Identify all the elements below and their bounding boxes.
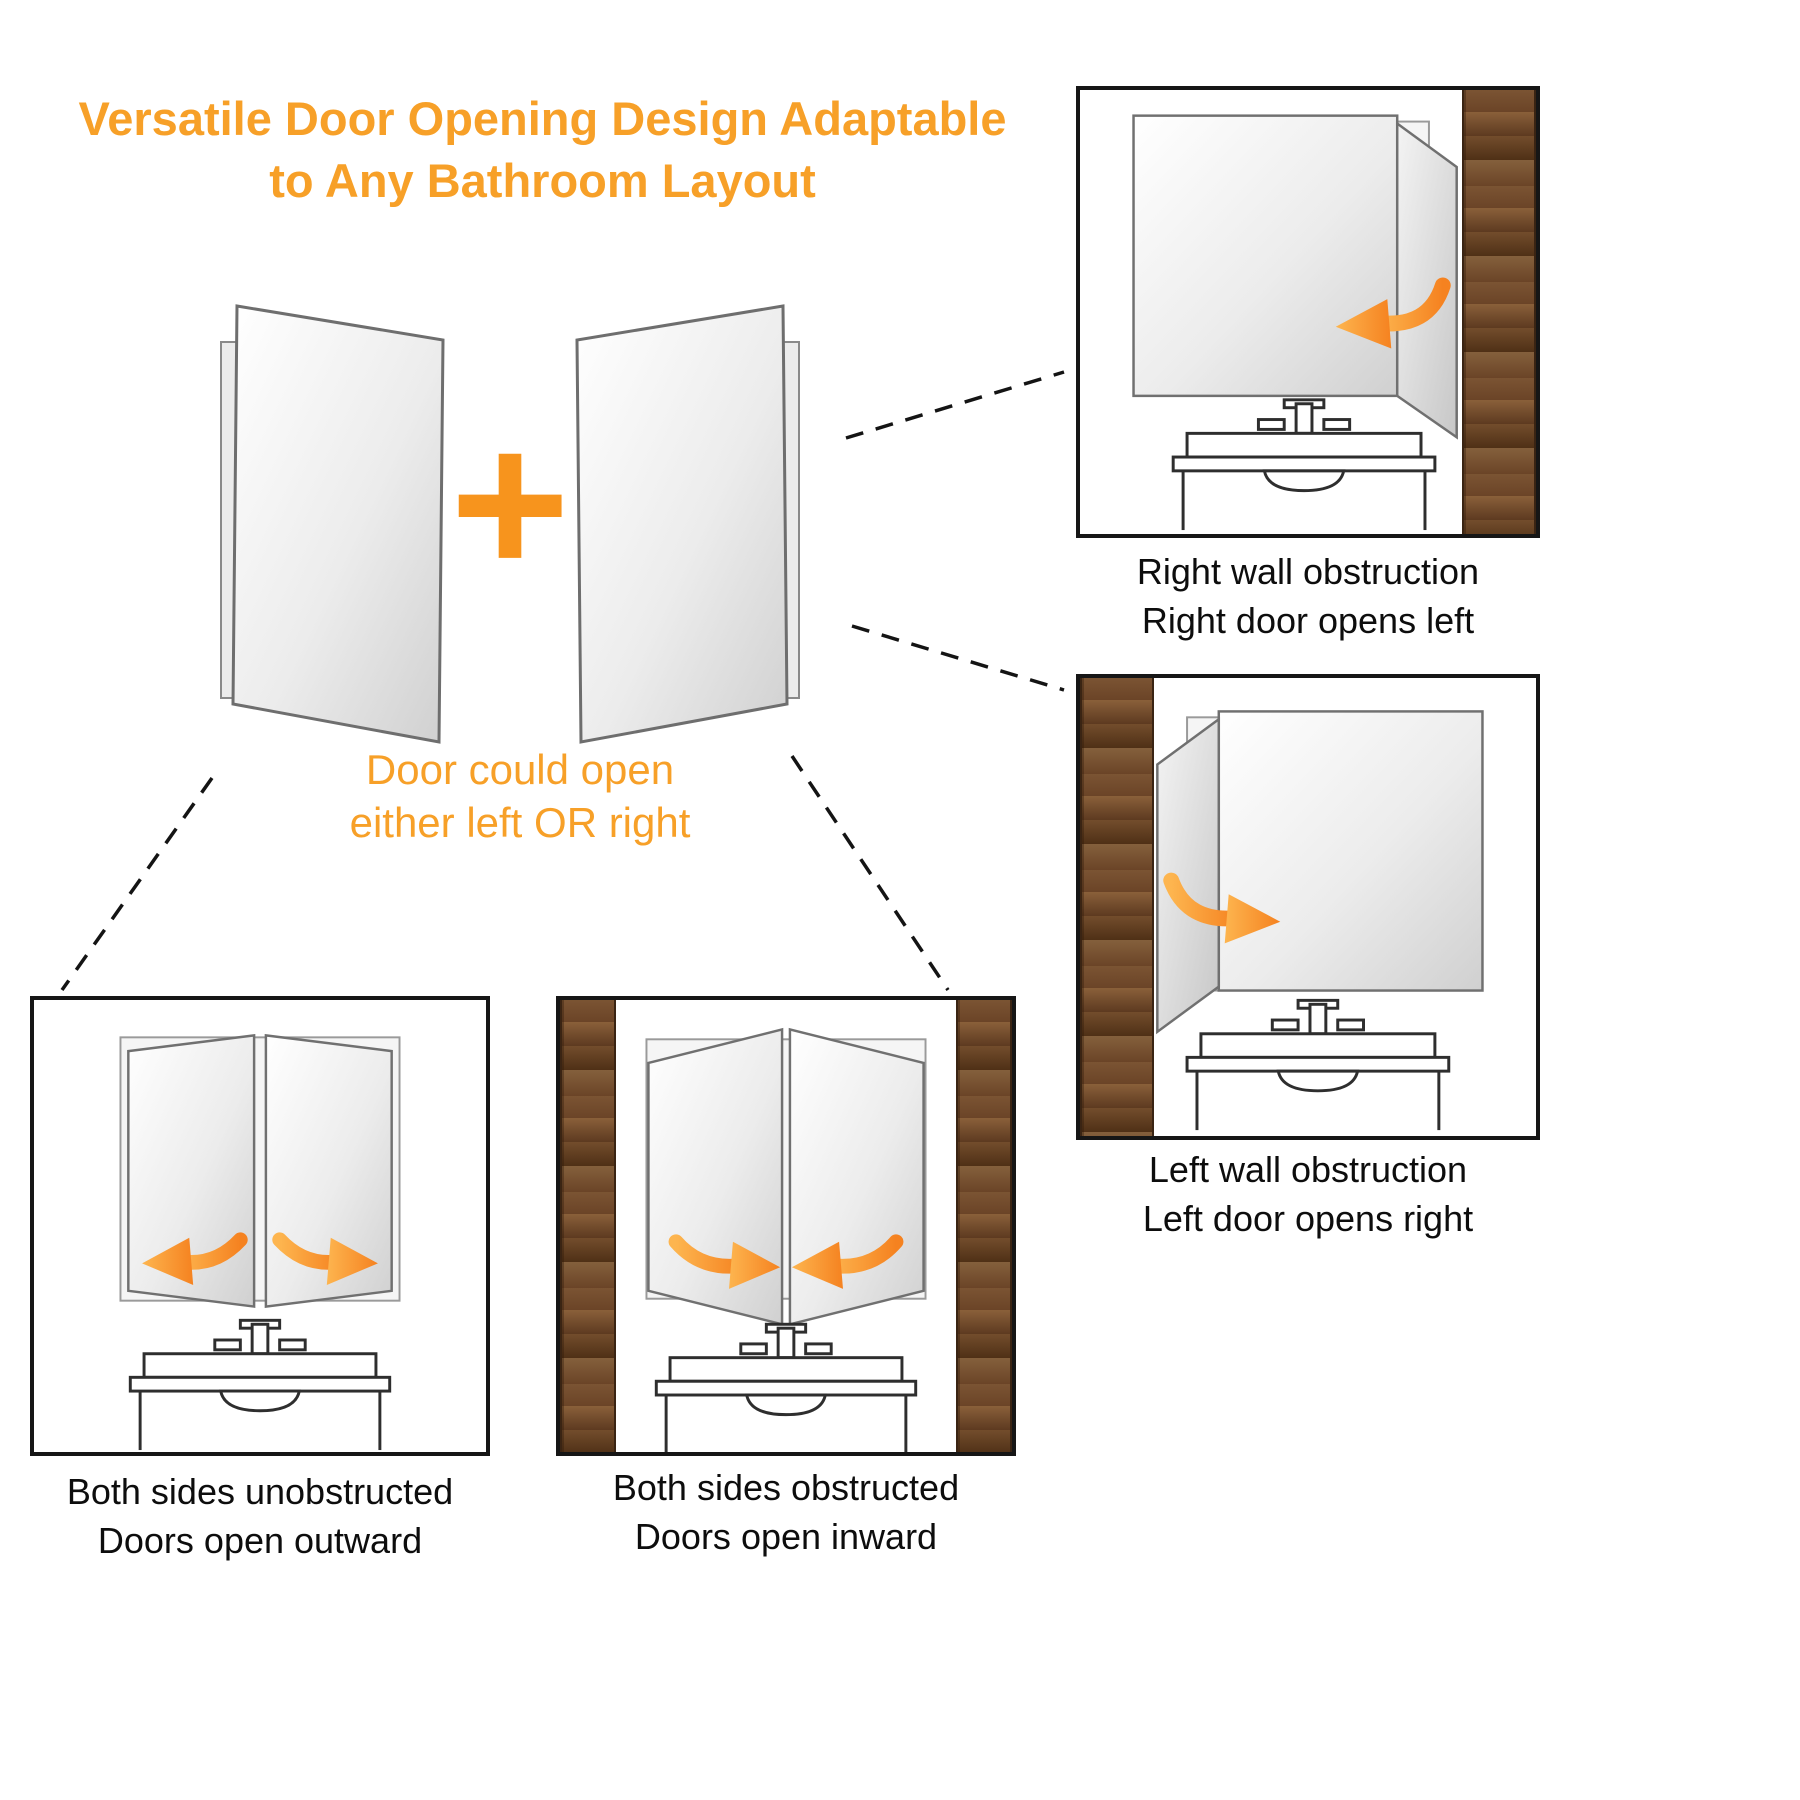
open-door-panel — [127, 1033, 256, 1308]
wood-wall-texture — [1462, 90, 1536, 534]
left-door-unit — [220, 304, 445, 744]
panel-bottom-center-caption: Both sides obstructed Doors open inward — [556, 1464, 1016, 1561]
hero-caption-line2: either left OR right — [349, 798, 691, 846]
closed-door-panel — [1217, 710, 1484, 992]
curved-arrow-icon — [1163, 872, 1281, 944]
caption-line: Right door opens left — [1141, 599, 1475, 641]
hero-caption-line1: Door could open — [365, 746, 675, 793]
dashed-connector-line — [60, 776, 214, 992]
caption-line: Left door opens right — [1142, 1197, 1474, 1239]
scene-right-obstruction — [1132, 114, 1458, 531]
panel-mid-right-caption: Left wall obstruction Left door opens ri… — [1076, 1146, 1540, 1243]
curved-arrow-icon — [1335, 277, 1451, 349]
curved-arrow-icon — [272, 1232, 378, 1285]
page-title: Versatile Door Opening Design Adaptable … — [0, 88, 1085, 212]
page-title-line1: Versatile Door Opening Design Adaptable — [78, 92, 1007, 145]
wood-wall-texture — [560, 1000, 616, 1452]
page-title-line2: to Any Bathroom Layout — [269, 154, 816, 208]
sink-vanity-icon — [1185, 998, 1451, 1131]
hero-caption: Door could open either left OR right — [240, 744, 800, 849]
curved-arrow-icon — [142, 1232, 248, 1285]
panel-bottom-left — [30, 996, 490, 1456]
open-door-panel — [575, 304, 789, 744]
dashed-connector-line — [790, 755, 950, 991]
right-door-unit — [575, 304, 800, 744]
panel-bottom-left-caption: Both sides unobstructed Doors open outwa… — [30, 1468, 490, 1565]
plus-icon: + — [450, 389, 570, 618]
caption-line: Left wall obstruction — [1148, 1149, 1468, 1190]
caption-line: Doors open outward — [97, 1519, 423, 1561]
wood-wall-texture — [956, 1000, 1012, 1452]
open-door-panel — [788, 1027, 925, 1326]
caption-line: Doors open inward — [634, 1515, 938, 1557]
open-door-panel — [1395, 121, 1458, 440]
open-door-panel — [264, 1033, 393, 1308]
hero-doors-illustration — [220, 304, 800, 744]
scene-unobstructed — [119, 1033, 401, 1451]
caption-line: Both sides unobstructed — [66, 1471, 454, 1512]
open-door-panel — [231, 304, 445, 744]
panel-top-right — [1076, 86, 1540, 538]
open-door-panel — [1156, 716, 1221, 1035]
dashed-connector-line — [851, 624, 1065, 692]
caption-line: Right wall obstruction — [1136, 551, 1480, 592]
open-door-panel — [647, 1027, 784, 1326]
sink-vanity-icon — [654, 1322, 918, 1452]
panel-mid-right — [1076, 674, 1540, 1140]
panel-bottom-center — [556, 996, 1016, 1456]
panel-top-right-caption: Right wall obstruction Right door opens … — [1076, 548, 1540, 645]
scene-left-obstruction — [1156, 710, 1484, 1131]
caption-line: Both sides obstructed — [612, 1467, 960, 1508]
wood-wall-texture — [1080, 678, 1154, 1136]
sink-vanity-icon — [1171, 398, 1437, 531]
sink-vanity-icon — [128, 1318, 392, 1451]
curved-arrow-icon — [791, 1234, 904, 1289]
closed-door-panel — [1132, 114, 1399, 398]
dashed-connector-line — [845, 370, 1065, 440]
curved-arrow-icon — [668, 1234, 781, 1289]
scene-obstructed — [645, 1027, 927, 1452]
